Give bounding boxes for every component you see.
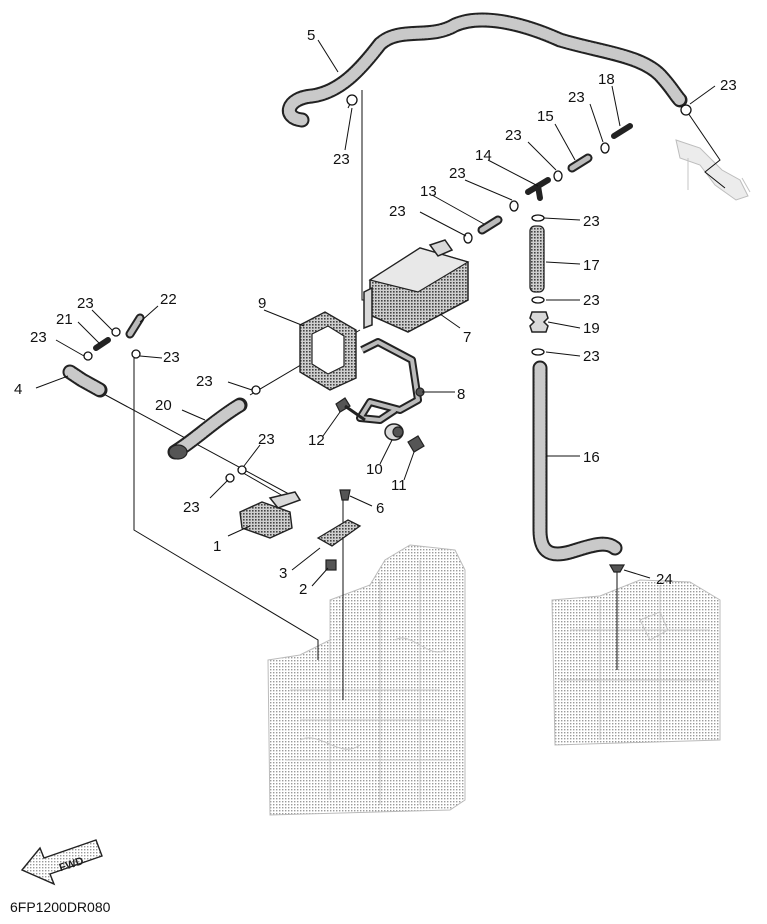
callout-7: 7 xyxy=(463,329,471,346)
callout-4: 4 xyxy=(14,381,22,398)
callout-20: 20 xyxy=(155,397,172,414)
pipe-13 xyxy=(477,215,503,235)
callout-23: 23 xyxy=(183,499,200,516)
diagram-code: 6FP1200DR080 xyxy=(10,899,111,915)
fitting-24 xyxy=(608,564,626,573)
callout-24: 24 xyxy=(656,571,673,588)
callout-23: 23 xyxy=(449,165,466,182)
hose-20 xyxy=(167,397,248,460)
callout-15: 15 xyxy=(537,108,554,125)
callout-2: 2 xyxy=(299,581,307,598)
callout-23: 23 xyxy=(163,349,180,366)
callout-12: 12 xyxy=(308,432,325,449)
clamp-23-mid xyxy=(251,385,261,395)
callout-23: 23 xyxy=(196,373,213,390)
clamp-23-17-bottom xyxy=(531,296,545,304)
callout-13: 13 xyxy=(420,183,437,200)
callout-5: 5 xyxy=(307,27,315,44)
callout-23: 23 xyxy=(720,77,737,94)
clamp-23-top-left xyxy=(346,94,358,106)
pipe-21 xyxy=(93,337,111,351)
pipe-15 xyxy=(567,153,593,173)
clamp-23-4 xyxy=(83,351,93,361)
clamp-23-19 xyxy=(531,348,545,356)
callout-23: 23 xyxy=(333,151,350,168)
callout-18: 18 xyxy=(598,71,615,88)
callout-10: 10 xyxy=(366,461,383,478)
callout-23: 23 xyxy=(389,203,406,220)
clamp-23-top-right xyxy=(680,104,692,116)
callout-23: 23 xyxy=(583,292,600,309)
bracket-3 xyxy=(316,519,362,547)
engine-block-left xyxy=(267,544,466,816)
callout-16: 16 xyxy=(583,449,600,466)
canister-7 xyxy=(363,239,470,333)
callout-labels: 5 23 18 23 23 15 23 14 23 13 23 23 17 22… xyxy=(14,27,737,598)
clamp-23-14 xyxy=(509,200,519,212)
band-9 xyxy=(299,311,357,391)
callout-14: 14 xyxy=(475,147,492,164)
clamp-23-22 xyxy=(131,349,141,359)
grommet-10 xyxy=(384,423,404,441)
callout-23: 23 xyxy=(505,127,522,144)
clamp-23-15 xyxy=(553,170,563,182)
clamp-23-18 xyxy=(600,142,610,154)
callout-23: 23 xyxy=(583,348,600,365)
joint-19 xyxy=(529,311,549,333)
bracket-8 xyxy=(356,338,425,424)
bolt-12 xyxy=(335,397,366,422)
callout-22: 22 xyxy=(160,291,177,308)
callout-1: 1 xyxy=(213,538,221,555)
callout-leaders xyxy=(35,39,716,587)
clamp-23-13 xyxy=(463,232,473,244)
clamp-23-lower-a xyxy=(237,465,247,475)
callout-19: 19 xyxy=(583,320,600,337)
callout-23: 23 xyxy=(258,431,275,448)
callout-23: 23 xyxy=(568,89,585,106)
valve-1 xyxy=(239,491,302,539)
callout-23: 23 xyxy=(30,329,47,346)
callout-6: 6 xyxy=(376,500,384,517)
clamp-23-17-top xyxy=(531,214,545,222)
callout-17: 17 xyxy=(583,257,600,274)
clamp-23-21 xyxy=(111,327,121,337)
hose-4 xyxy=(62,364,108,398)
hose-16 xyxy=(532,360,623,562)
pipe-18 xyxy=(611,123,633,139)
callout-9: 9 xyxy=(258,295,266,312)
bolt-6 xyxy=(339,489,351,501)
callout-23: 23 xyxy=(77,295,94,312)
hose-5 xyxy=(281,12,688,128)
engine-block-right xyxy=(551,579,721,746)
reference-lines xyxy=(99,90,726,700)
callout-23: 23 xyxy=(583,213,600,230)
callout-21: 21 xyxy=(56,311,73,328)
hose-17 xyxy=(529,225,545,293)
collar-11 xyxy=(407,435,425,453)
fwd-arrow-icon: FWD xyxy=(20,839,103,886)
nut-2 xyxy=(325,559,337,571)
clamps-23 xyxy=(83,94,692,483)
callout-3: 3 xyxy=(279,565,287,582)
ghost-bracket-top-right xyxy=(675,139,751,201)
hose-22 xyxy=(125,313,145,339)
callout-11: 11 xyxy=(391,477,407,494)
callout-8: 8 xyxy=(457,386,465,403)
